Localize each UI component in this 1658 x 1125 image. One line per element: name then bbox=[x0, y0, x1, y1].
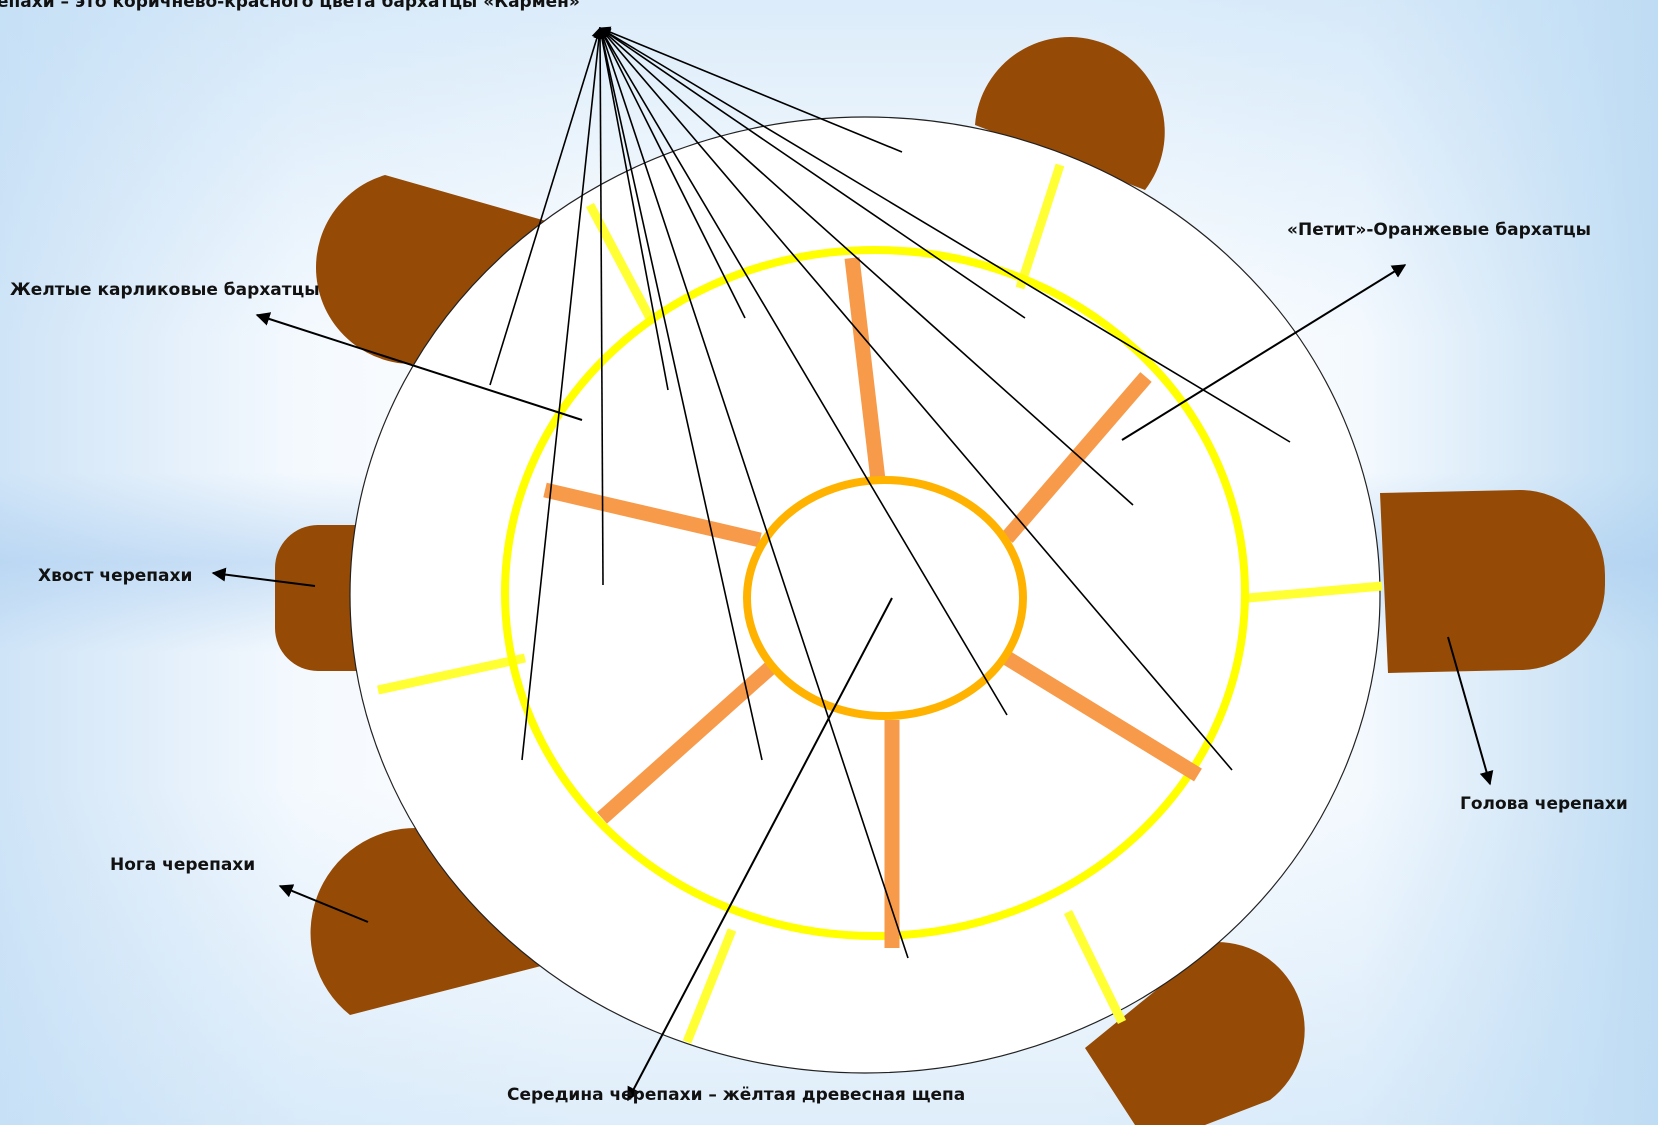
petit-label: «Петит»-Оранжевые бархатцы bbox=[1287, 220, 1592, 240]
carmen-pointer-line bbox=[597, 26, 909, 959]
yellow-ring bbox=[501, 246, 1249, 940]
outer-yellow-spoke bbox=[682, 928, 737, 1044]
carmen-pointer-line bbox=[596, 26, 669, 391]
center-ring bbox=[743, 476, 1027, 720]
leg-arrow bbox=[278, 884, 369, 923]
outer-yellow-spoke bbox=[586, 202, 654, 321]
orange-spoke bbox=[998, 648, 1202, 782]
turtle-leg-top-left bbox=[315, 175, 560, 365]
leg-label: Нога черепахи bbox=[110, 855, 256, 875]
orange-spoke bbox=[844, 257, 886, 481]
middle-label: Середина черепахи – жёлтая древесная щеп… bbox=[507, 1085, 966, 1105]
carmen-pointer-lines bbox=[489, 26, 1291, 959]
carmen-pointer-line bbox=[596, 26, 763, 761]
outer-yellow-spoke bbox=[1063, 910, 1127, 1024]
petit-arrow bbox=[1121, 264, 1407, 441]
orange-spoke bbox=[543, 482, 762, 548]
tail-label: Хвост черепахи bbox=[38, 566, 193, 586]
outer-yellow-spoke bbox=[377, 653, 526, 695]
turtle-head bbox=[1380, 490, 1605, 673]
carmen-pointer-line bbox=[521, 26, 605, 761]
middle-arrow bbox=[627, 597, 893, 1102]
turtle-leg-top-right bbox=[975, 37, 1165, 190]
outer-yellow-spoke bbox=[1247, 581, 1383, 603]
orange-spoke bbox=[597, 662, 775, 824]
carmen-pointer-line bbox=[489, 26, 603, 386]
carmen-pointer-line bbox=[598, 26, 903, 153]
carmen-pointer-line bbox=[599, 27, 1233, 771]
yellow-dwarf-label: Желтые карликовые бархатцы bbox=[10, 280, 320, 300]
carmen-pointer-line bbox=[599, 26, 746, 319]
tail-arrow bbox=[211, 567, 316, 587]
turtle-leg-bottom-right bbox=[1085, 941, 1305, 1125]
carmen-label: епахи – это коричнево-красного цвета бар… bbox=[0, 0, 580, 12]
turtle-leg-bottom-left bbox=[310, 827, 545, 1015]
carmen-pointer-line bbox=[594, 26, 606, 586]
outer-yellow-spoke bbox=[1015, 163, 1065, 290]
carmen-pointer-line bbox=[599, 27, 1008, 716]
yellow-dwarf-arrow bbox=[255, 312, 583, 421]
carmen-pointer-line bbox=[599, 27, 1026, 319]
orange-spoke bbox=[1001, 372, 1152, 543]
head-arrow bbox=[1447, 636, 1494, 786]
head-label: Голова черепахи bbox=[1460, 794, 1628, 814]
carmen-pointer-line bbox=[599, 27, 1134, 506]
carmen-pointer-line bbox=[599, 27, 1291, 443]
